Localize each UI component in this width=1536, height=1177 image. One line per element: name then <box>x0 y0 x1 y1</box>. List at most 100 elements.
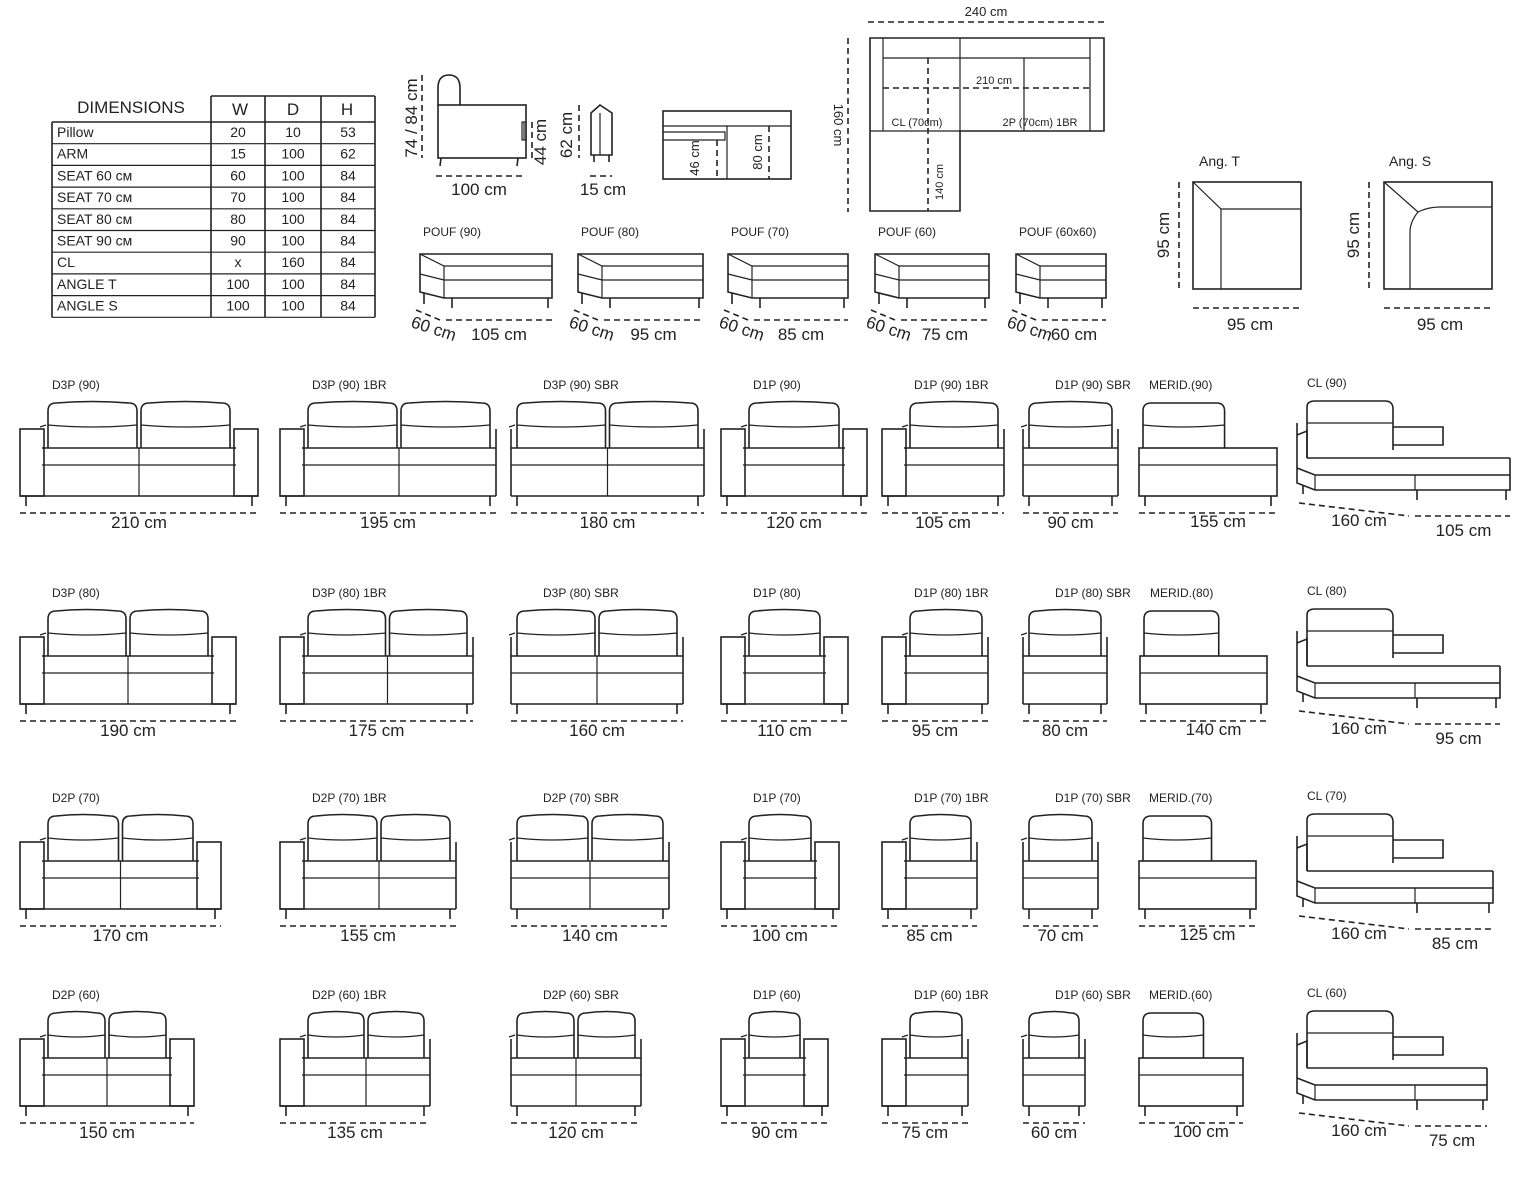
pouf-depth-label: 60 cm <box>567 313 617 345</box>
sofa-module: D2P (60)150 cm <box>19 988 195 1142</box>
module-width-label: 135 cm <box>327 1123 383 1142</box>
module-label: D1P (60) SBR <box>1055 988 1131 1002</box>
table-col-d: D <box>287 100 299 119</box>
table-cell-w: 70 <box>230 189 246 205</box>
module-label: D3P (90) SBR <box>543 378 619 392</box>
module-label: D3P (90) <box>52 378 100 392</box>
module-label: D1P (60) <box>753 988 801 1002</box>
table-cell-h: 84 <box>340 298 356 314</box>
module-label: D1P (80) SBR <box>1055 586 1131 600</box>
module-depth-label: 160 cm <box>1331 511 1387 530</box>
corner-width-label: 240 cm <box>965 4 1008 19</box>
corner-inner-depth-label: 140 cm <box>934 164 946 200</box>
module-width-label: 85 cm <box>1432 934 1478 953</box>
table-col-h: H <box>341 100 353 119</box>
table-grid <box>51 95 376 318</box>
table-cell-w: 100 <box>226 276 250 292</box>
module-width-label: 70 cm <box>1037 926 1083 945</box>
table-cell-d: 100 <box>281 211 305 227</box>
section-view: 46 cm 80 cm <box>662 110 792 180</box>
angle-t-label: Ang. T <box>1199 153 1240 169</box>
corner-plan-view: 240 cm 160 cm 210 cm 140 cm CL (70cm) 2P… <box>831 4 1105 212</box>
table-cell-d: 100 <box>281 146 305 162</box>
pouf-label: POUF (60x60) <box>1019 225 1096 239</box>
module-width-label: 120 cm <box>548 1123 604 1142</box>
sofa-module: D1P (80)110 cm <box>720 586 849 740</box>
module-label: D3P (80) SBR <box>543 586 619 600</box>
table-cell-w: x <box>235 254 242 270</box>
module-width-label: 85 cm <box>906 926 952 945</box>
module-width-label: 125 cm <box>1180 925 1236 944</box>
corner-right-label: 2P (70cm) 1BR <box>1003 117 1078 129</box>
table-cell-w: 20 <box>230 124 246 140</box>
module-label: D2P (60) <box>52 988 100 1002</box>
module-width-label: 90 cm <box>1047 513 1093 532</box>
module-label: D2P (60) 1BR <box>312 988 387 1002</box>
table-cell-d: 100 <box>281 233 305 249</box>
module-width-label: 190 cm <box>100 721 156 740</box>
table-cell-d: 100 <box>281 276 305 292</box>
corner-depth-label: 160 cm <box>831 104 846 147</box>
section-seat-label: 46 cm <box>687 140 702 175</box>
corner-left-label: CL (70cm) <box>892 117 943 129</box>
pouf-depth-label: 60 cm <box>864 313 914 345</box>
arm-width-label: 15 cm <box>580 180 626 199</box>
sofa-module: D1P (60) 90 cm <box>720 988 829 1142</box>
table-cell-d: 160 <box>281 254 305 270</box>
module-depth-label: 160 cm <box>1331 924 1387 943</box>
module-depth-label: 160 cm <box>1331 719 1387 738</box>
module-width-label: 95 cm <box>912 721 958 740</box>
arm-view: 62 cm 15 cm <box>557 103 626 199</box>
table-cell-h: 84 <box>340 189 356 205</box>
module-width-label: 60 cm <box>1031 1123 1077 1142</box>
pouf-width-label: 105 cm <box>471 325 527 344</box>
table-cell-name: Pillow <box>57 124 94 140</box>
module-width-label: 100 cm <box>1173 1122 1229 1141</box>
module-width-label: 155 cm <box>340 926 396 945</box>
module-width-label: 90 cm <box>751 1123 797 1142</box>
side-profile-view: 74 / 84 cm 44 cm 100 cm <box>402 74 550 199</box>
module-width-label: 170 cm <box>93 926 149 945</box>
module-label: MERID.(60) <box>1149 988 1212 1002</box>
pouf-depth-label: 60 cm <box>1005 313 1055 345</box>
table-cell-name: ANGLE S <box>57 298 118 314</box>
module-label: D2P (70) SBR <box>543 791 619 805</box>
pouf-depth-label: 60 cm <box>717 313 767 345</box>
table-cell-h: 84 <box>340 254 356 270</box>
sofa-module: D2P (60) 1BR 135 cm <box>279 988 431 1142</box>
sofa-module: D1P (90)120 cm <box>720 378 868 532</box>
angle-s-label: Ang. S <box>1389 153 1431 169</box>
module-label: D1P (90) 1BR <box>914 378 989 392</box>
sofa-module: CL (70) 160 cm 85 cm <box>1296 789 1494 953</box>
module-label: CL (70) <box>1307 789 1347 803</box>
module-label: CL (60) <box>1307 986 1347 1000</box>
module-label: CL (90) <box>1307 376 1347 390</box>
table-cell-h: 84 <box>340 233 356 249</box>
module-width-label: 95 cm <box>1435 729 1481 748</box>
module-label: MERID.(70) <box>1149 791 1212 805</box>
module-label: D1P (70) <box>753 791 801 805</box>
angle-s-view: Ang. S 95 cm 95 cm <box>1344 153 1493 334</box>
module-label: CL (80) <box>1307 584 1347 598</box>
table-cell-h: 84 <box>340 167 356 183</box>
sofa-module: MERID.(60) 100 cm <box>1138 988 1244 1141</box>
table-cell-h: 53 <box>340 124 356 140</box>
module-label: D2P (70) <box>52 791 100 805</box>
sofa-module: D3P (80)190 cm <box>19 586 237 740</box>
table-col-w: W <box>232 100 248 119</box>
